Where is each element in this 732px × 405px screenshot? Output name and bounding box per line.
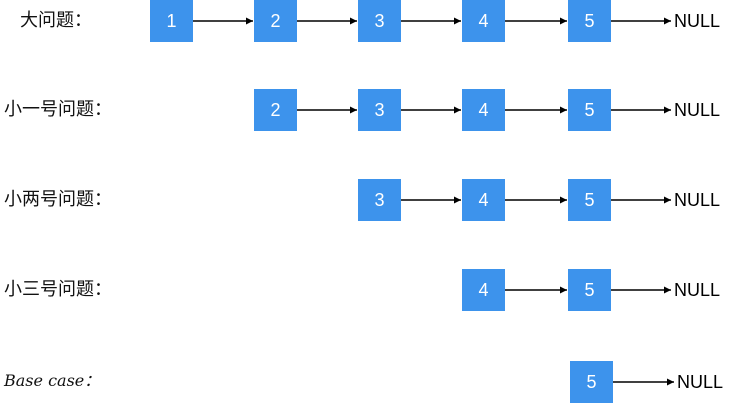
- list-node: 3: [358, 179, 401, 221]
- list-node: 3: [358, 89, 401, 131]
- list-node: 4: [462, 89, 505, 131]
- list-node: 2: [254, 89, 297, 131]
- list-node: 5: [570, 361, 613, 403]
- list-node: 5: [568, 179, 611, 221]
- null-label: NULL: [677, 372, 724, 392]
- list-node: 3: [358, 0, 401, 42]
- row-label: 小三号问题：: [4, 279, 112, 300]
- row-label: 小两号问题：: [4, 189, 112, 210]
- list-node: 5: [568, 0, 611, 42]
- list-node: 5: [568, 89, 611, 131]
- row-label: 小一号问题：: [4, 99, 112, 120]
- list-node: 2: [254, 0, 297, 42]
- null-label: NULL: [674, 100, 721, 120]
- list-node: 4: [462, 179, 505, 221]
- null-label: NULL: [674, 280, 721, 300]
- null-label: NULL: [674, 190, 721, 210]
- null-label: NULL: [674, 11, 721, 31]
- row-label: 大问题：: [20, 10, 92, 31]
- list-node: 4: [462, 0, 505, 42]
- list-node: 5: [568, 269, 611, 311]
- row-label: Base case：: [4, 371, 101, 390]
- list-node: 4: [462, 269, 505, 311]
- list-node: 1: [150, 0, 193, 42]
